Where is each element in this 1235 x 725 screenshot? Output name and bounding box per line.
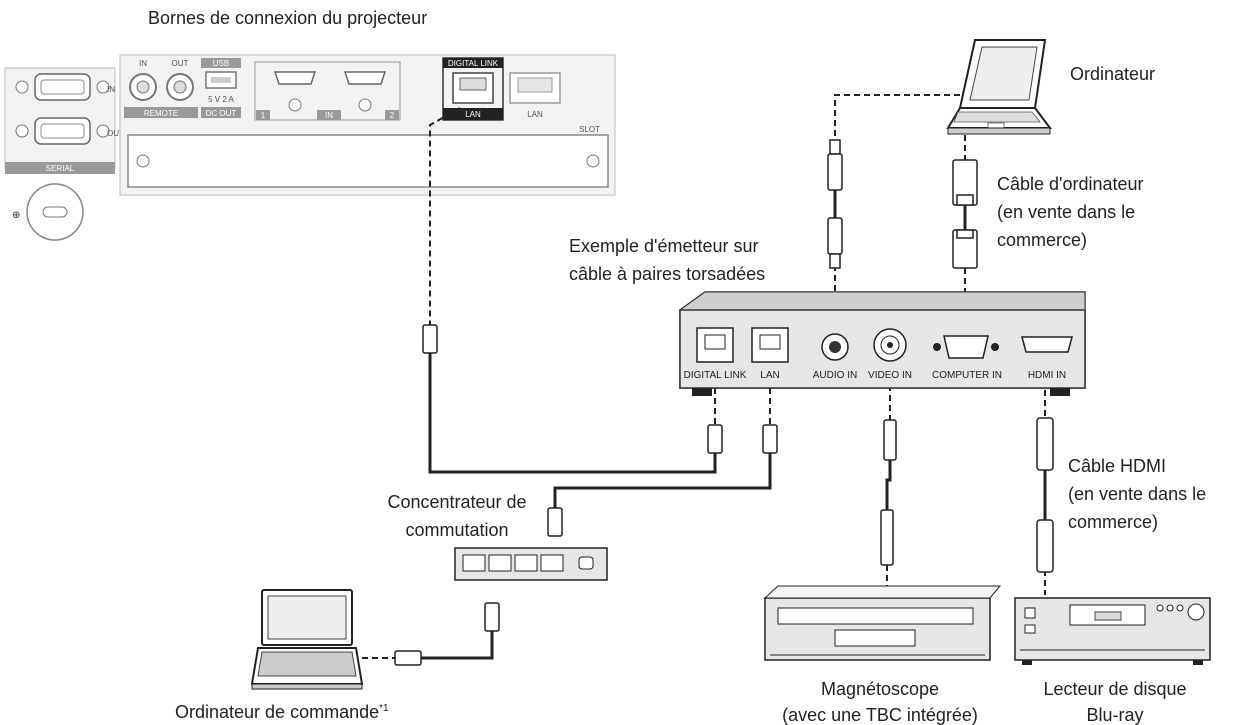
tx-audio-in-label: AUDIO IN [813, 370, 857, 381]
serial-in-label: IN [107, 85, 115, 94]
projector-terminals-title: Bornes de connexion du projecteur [148, 8, 427, 28]
control-computer-label: Ordinateur de commande*1 [175, 702, 389, 722]
hdmi1-label: 1 [261, 111, 266, 120]
remote-in-label: IN [139, 59, 147, 68]
computer-cable-label-2: (en vente dans le [997, 202, 1135, 222]
tx-lan-label: LAN [760, 370, 779, 381]
laptop-icon [946, 39, 1052, 135]
digital-link-port: DIGITAL LINK LAN [442, 57, 504, 121]
hub-label-1: Concentrateur de [387, 492, 526, 512]
rj45-plugs [394, 324, 778, 666]
vcr-label-1: Magnétoscope [821, 679, 939, 699]
transmitter-label-2: câble à paires torsadées [569, 264, 765, 284]
vcr-icon [763, 585, 1002, 661]
hdmi-cable-label-1: Câble HDMI [1068, 456, 1166, 476]
lan-port: LAN [509, 72, 561, 119]
digital-link-lan-label: LAN [465, 110, 481, 119]
usb-port: USB 5 V 2 A DC OUT [201, 58, 241, 118]
computer-cable-label-1: Câble d'ordinateur [997, 174, 1144, 194]
expansion-slot: SLOT [127, 125, 609, 188]
bluray-label-2: Blu-ray [1086, 705, 1143, 725]
dc-out-label: DC OUT [206, 109, 237, 118]
tx-hdmi-in-label: HDMI IN [1028, 370, 1066, 381]
digital-link-label: DIGITAL LINK [448, 59, 499, 68]
hdmi-cable-label-2: (en vente dans le [1068, 484, 1206, 504]
hdmi2-label: 2 [390, 111, 395, 120]
serial-out-label: OUT [107, 129, 124, 138]
hdmi-in-label: IN [325, 111, 333, 120]
bluray-player-icon [1014, 597, 1211, 665]
remote-jacks: IN OUT REMOTE [124, 59, 198, 118]
bluray-label-1: Lecteur de disque [1043, 679, 1186, 699]
tx-digital-link-label: DIGITAL LINK [684, 370, 747, 381]
slot-label: SLOT [579, 125, 600, 134]
tx-video-in-label: VIDEO IN [868, 370, 912, 381]
control-computer-icon [250, 589, 364, 690]
hdmi-inputs: 1 IN 2 [254, 61, 401, 121]
computer-label: Ordinateur [1070, 64, 1155, 84]
vga-plugs [952, 159, 978, 269]
projector-panel: IN OUT SERIAL ⊕ IN OUT REMOTE USB [4, 54, 616, 241]
serial-label: SERIAL [46, 164, 75, 173]
security-lock: ⊕ [12, 183, 84, 241]
audio-plugs [827, 139, 843, 269]
usb-label: USB [213, 59, 229, 68]
remote-label: REMOTE [144, 109, 178, 118]
hdmi-plugs [1036, 417, 1054, 573]
usb-rating: 5 V 2 A [208, 95, 234, 104]
hdmi-cable-label-3: commerce) [1068, 512, 1158, 532]
switching-hub [454, 547, 608, 581]
transmitter-label-1: Exemple d'émetteur sur [569, 236, 759, 256]
serial-connectors: IN OUT SERIAL [4, 67, 124, 174]
remote-out-label: OUT [172, 59, 189, 68]
computer-cable-label-3: commerce) [997, 230, 1087, 250]
vcr-label-2: (avec une TBC intégrée) [782, 705, 978, 725]
rca-plugs [880, 419, 897, 566]
tx-computer-in-label: COMPUTER IN [932, 370, 1002, 381]
twisted-pair-transmitter: DIGITAL LINK LAN AUDIO IN VIDEO IN COMPU… [678, 291, 1086, 396]
lock-icon: ⊕ [12, 210, 20, 221]
hub-label-2: commutation [405, 520, 508, 540]
lan-label: LAN [527, 110, 543, 119]
